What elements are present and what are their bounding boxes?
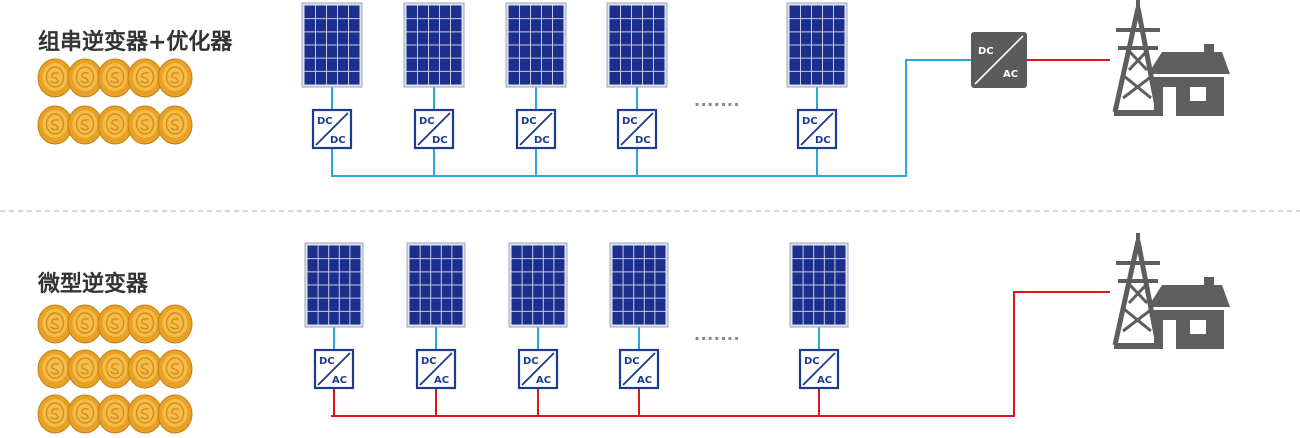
grid-connection: [1112, 233, 1230, 349]
coin-icon: [67, 58, 103, 98]
transmission-tower-icon: [1112, 0, 1161, 116]
solar-panel-icon: [301, 2, 363, 88]
section-title-string-optimizer: 组串逆变器+优化器: [38, 30, 233, 55]
converter-label-bottom: DC: [432, 135, 448, 146]
inverter-label-bottom: AC: [1003, 69, 1018, 80]
converter-label-top: DC: [317, 116, 333, 127]
dc-dc-optimizer-icon: DC DC: [515, 108, 557, 150]
converter-label-bottom: AC: [817, 375, 832, 386]
section-title-micro-inverter: 微型逆变器: [38, 272, 149, 297]
coin-icon: [127, 105, 163, 145]
coin-icon: [37, 349, 73, 389]
converter-label-top: DC: [319, 356, 335, 367]
house-icon: [1148, 44, 1230, 116]
dc-dc-optimizer-icon: DC DC: [796, 108, 838, 150]
grid-connection: [1112, 0, 1230, 116]
coin-icon: [127, 58, 163, 98]
micro-inverter-icon: DC AC: [798, 348, 840, 390]
coin-icon: [127, 394, 163, 434]
converter-label-top: DC: [419, 116, 435, 127]
micro-inverter-icon: DC AC: [415, 348, 457, 390]
solar-panel-icon: [403, 2, 465, 88]
converter-label-top: DC: [802, 116, 818, 127]
coin-icon: [67, 105, 103, 145]
coin-icon: [37, 304, 73, 344]
converter-label-top: DC: [804, 356, 820, 367]
section-string-optimizer: DC DC DC DC DC DC DC DC DC DC....... DC AC: [37, 0, 1230, 177]
micro-inverter-icon: DC AC: [618, 348, 660, 390]
coin-icon: [97, 105, 133, 145]
coin-icon: [157, 105, 193, 145]
converter-label-bottom: AC: [434, 375, 449, 386]
converter-label-top: DC: [523, 356, 539, 367]
converter-label-top: DC: [624, 356, 640, 367]
coin-icon: [97, 58, 133, 98]
solar-panel-icon: [609, 242, 669, 328]
solar-panel-icon: [786, 2, 848, 88]
coin-icon: [127, 349, 163, 389]
transmission-tower-icon: [1112, 233, 1161, 349]
converter-label-bottom: AC: [536, 375, 551, 386]
dc-ac-inverter-icon: DC AC: [971, 32, 1027, 88]
solar-panel-icon: [505, 2, 567, 88]
cost-coins: [37, 304, 193, 434]
ac-bus-line: [331, 291, 1110, 417]
converter-label-bottom: AC: [637, 375, 652, 386]
inverter-label-top: DC: [978, 46, 994, 57]
dc-dc-optimizer-icon: DC DC: [413, 108, 455, 150]
coin-icon: [97, 304, 133, 344]
coin-icon: [67, 394, 103, 434]
cost-coins: [37, 58, 193, 145]
house-icon: [1148, 277, 1230, 349]
coin-icon: [157, 304, 193, 344]
converter-label-bottom: DC: [815, 135, 831, 146]
section-micro-inverter: DC AC DC AC DC AC DC AC DC AC.......: [37, 233, 1230, 434]
converter-label-bottom: DC: [330, 135, 346, 146]
coin-icon: [97, 394, 133, 434]
solar-panel-icon: [606, 2, 668, 88]
solar-panel-icon: [789, 242, 849, 328]
continuation-ellipsis: .......: [694, 91, 740, 110]
coin-icon: [67, 304, 103, 344]
converter-label-top: DC: [521, 116, 537, 127]
coin-icon: [157, 349, 193, 389]
converter-label-bottom: DC: [635, 135, 651, 146]
dc-bus-line: [331, 59, 971, 177]
coin-icon: [67, 349, 103, 389]
coin-icon: [157, 58, 193, 98]
solar-panel-icon: [508, 242, 568, 328]
coin-icon: [37, 58, 73, 98]
coin-icon: [37, 394, 73, 434]
micro-inverter-icon: DC AC: [313, 348, 355, 390]
coin-icon: [97, 349, 133, 389]
dc-dc-optimizer-icon: DC DC: [616, 108, 658, 150]
converter-label-bottom: DC: [534, 135, 550, 146]
continuation-ellipsis: .......: [694, 325, 740, 344]
solar-panel-icon: [304, 242, 364, 328]
coin-icon: [157, 394, 193, 434]
dc-dc-optimizer-icon: DC DC: [311, 108, 353, 150]
converter-label-top: DC: [622, 116, 638, 127]
solar-panel-icon: [406, 242, 466, 328]
coin-icon: [37, 105, 73, 145]
micro-inverter-icon: DC AC: [517, 348, 559, 390]
converter-label-top: DC: [421, 356, 437, 367]
converter-label-bottom: AC: [332, 375, 347, 386]
coin-icon: [127, 304, 163, 344]
